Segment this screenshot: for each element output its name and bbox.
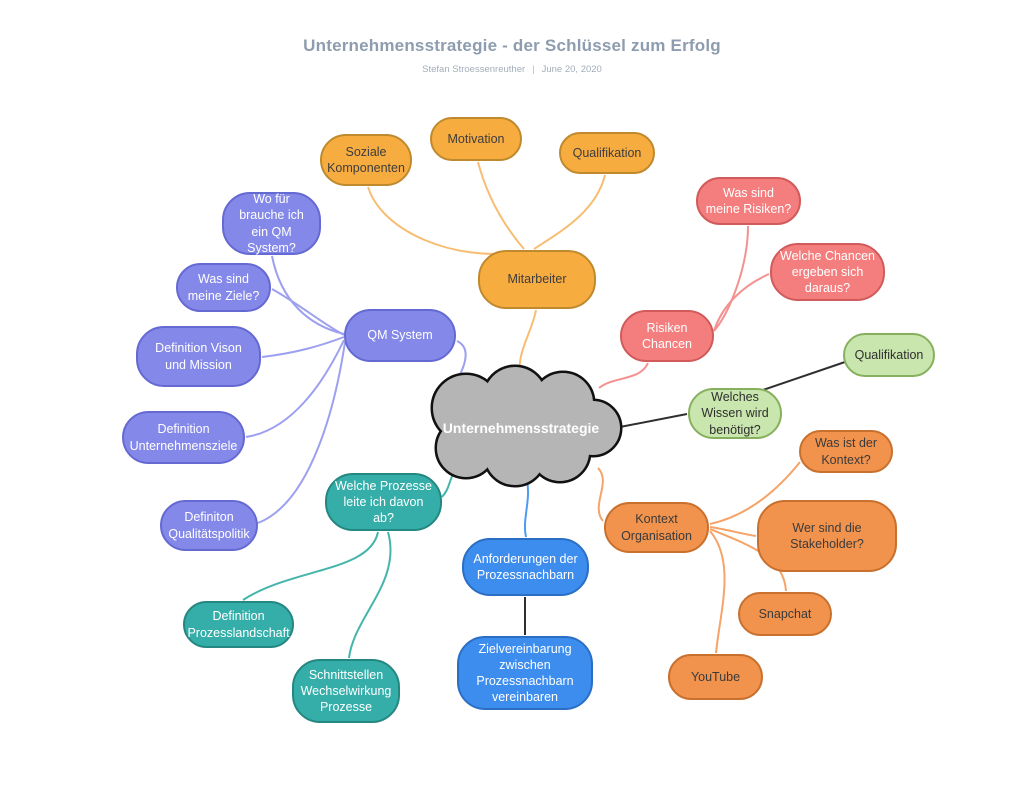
node-label: Welches Wissen wird benötigt? xyxy=(701,390,769,437)
cloud-shape[interactable] xyxy=(430,364,623,488)
node-youtube[interactable]: YouTube xyxy=(668,654,763,700)
node-label: Soziale Komponenten xyxy=(327,144,405,175)
node-label: Was sind meine Risiken? xyxy=(705,185,792,216)
node-label: Welche Prozesse leite ich davon ab? xyxy=(334,478,433,526)
node-was-ist-der-kontext[interactable]: Was ist der Kontext? xyxy=(799,430,893,473)
link-risiken-cloud xyxy=(598,362,649,389)
link-kontext-waskontext xyxy=(709,461,801,525)
node-snapchat[interactable]: Snapchat xyxy=(738,592,832,636)
node-label: YouTube xyxy=(690,669,741,684)
node-label: Snapchat xyxy=(758,606,812,621)
link-cloud-anforderungen xyxy=(524,480,529,538)
link-soziale-mitarbeiter xyxy=(367,186,521,255)
central-topic-label: Unternehmensstrategie xyxy=(442,420,600,436)
node-zielvereinbarung[interactable]: Zielvereinbarung zwischen Prozessnachbar… xyxy=(457,636,593,710)
link-qualitaetspolitik-qm xyxy=(257,341,346,524)
node-label: Mitarbeiter xyxy=(507,272,567,287)
diagram-byline: Stefan Stroessenreuther | June 20, 2020 xyxy=(0,64,1024,75)
node-label: Anforderungen der Prozessnachbarn xyxy=(473,551,578,582)
link-prozesse-landschaft xyxy=(242,531,379,601)
node-risiken-chancen[interactable]: Risiken Chancen xyxy=(620,310,714,362)
node-schnittstellen[interactable]: Schnittstellen Wechselwirkung Prozesse xyxy=(292,659,400,723)
node-label: Kontext Organisation xyxy=(621,512,692,543)
date: June 20, 2020 xyxy=(541,64,602,75)
link-qualifikation-mitarbeiter xyxy=(533,174,606,250)
node-soziale-komponenten[interactable]: Soziale Komponenten xyxy=(320,134,412,186)
node-definition-vison-mission[interactable]: Definition Vison und Mission xyxy=(136,326,261,387)
byline-separator: | xyxy=(532,64,535,75)
central-topic[interactable]: Unternehmensstrategie xyxy=(432,406,610,450)
node-label: Zielvereinbarung zwischen Prozessnachbar… xyxy=(476,641,574,705)
link-wofuer-qm xyxy=(271,255,345,335)
node-label: Schnittstellen Wechselwirkung Prozesse xyxy=(300,667,392,715)
node-label: Was sind meine Ziele? xyxy=(187,272,260,303)
node-mitarbeiter[interactable]: Mitarbeiter xyxy=(478,250,596,309)
link-vison-qm xyxy=(261,336,345,358)
node-was-sind-meine-ziele[interactable]: Was sind meine Ziele? xyxy=(176,263,271,312)
link-risikenfrage-risiken xyxy=(713,225,749,332)
node-welche-chancen[interactable]: Welche Chancen ergeben sich daraus? xyxy=(770,243,885,301)
node-label: Definition Unternehmensziele xyxy=(129,422,238,453)
node-definiton-qualitaetspolitik[interactable]: Definiton Qualitätspolitik xyxy=(160,500,258,551)
node-motivation[interactable]: Motivation xyxy=(430,117,522,161)
node-definition-prozesslandschaft[interactable]: Definition Prozesslandschaft xyxy=(183,601,294,648)
link-chancen-risiken xyxy=(713,273,770,332)
link-motivation-mitarbeiter xyxy=(477,161,525,250)
link-cloud-wissen xyxy=(619,413,688,428)
node-label: Definition Vison und Mission xyxy=(155,341,242,372)
node-label: Motivation xyxy=(447,131,505,146)
link-wissen-qualifikation xyxy=(759,361,846,392)
node-label: Wo für brauche ich ein QM System? xyxy=(239,192,304,255)
node-label: Qualifikation xyxy=(854,347,924,362)
node-qm-system[interactable]: QM System xyxy=(344,309,456,362)
link-cloud-prozesse xyxy=(441,473,454,498)
node-label: Risiken Chancen xyxy=(641,320,693,351)
node-welche-prozesse[interactable]: Welche Prozesse leite ich davon ab? xyxy=(325,473,442,531)
node-label: Welche Chancen ergeben sich daraus? xyxy=(780,248,875,296)
node-stakeholder[interactable]: Wer sind die Stakeholder? xyxy=(757,500,897,572)
node-label: Definiton Qualitätspolitik xyxy=(168,510,250,541)
node-label: Wer sind die Stakeholder? xyxy=(790,520,864,551)
node-qualifikation-mitarbeiter[interactable]: Qualifikation xyxy=(559,132,655,174)
node-label: Qualifikation xyxy=(572,145,642,160)
node-welches-wissen[interactable]: Welches Wissen wird benötigt? xyxy=(688,388,782,439)
node-anforderungen[interactable]: Anforderungen der Prozessnachbarn xyxy=(462,538,589,596)
link-mitarbeiter-cloud xyxy=(518,309,537,375)
node-definition-unternehmensziele[interactable]: Definition Unternehmensziele xyxy=(122,411,245,464)
diagram-title: Unternehmensstrategie - der Schlüssel zu… xyxy=(303,36,721,55)
link-kontext-stakeholder xyxy=(709,526,757,537)
link-unternehmensziele-qm xyxy=(245,339,345,438)
node-wofuer-qm-system[interactable]: Wo für brauche ich ein QM System? xyxy=(222,192,321,255)
node-was-sind-meine-risiken[interactable]: Was sind meine Risiken? xyxy=(696,177,801,225)
node-label: Definition Prozesslandschaft xyxy=(187,609,290,640)
author: Stefan Stroessenreuther xyxy=(422,64,526,75)
node-qualifikation-wissen[interactable]: Qualifikation xyxy=(843,333,935,377)
link-ziele-qm xyxy=(271,288,345,336)
node-label: QM System xyxy=(367,328,433,343)
node-kontext-organisation[interactable]: Kontext Organisation xyxy=(604,502,709,553)
link-prozesse-schnittstellen xyxy=(348,531,392,659)
link-cloud-kontext xyxy=(597,467,604,522)
node-label: Was ist der Kontext? xyxy=(814,436,878,467)
link-kontext-youtube xyxy=(709,530,726,654)
